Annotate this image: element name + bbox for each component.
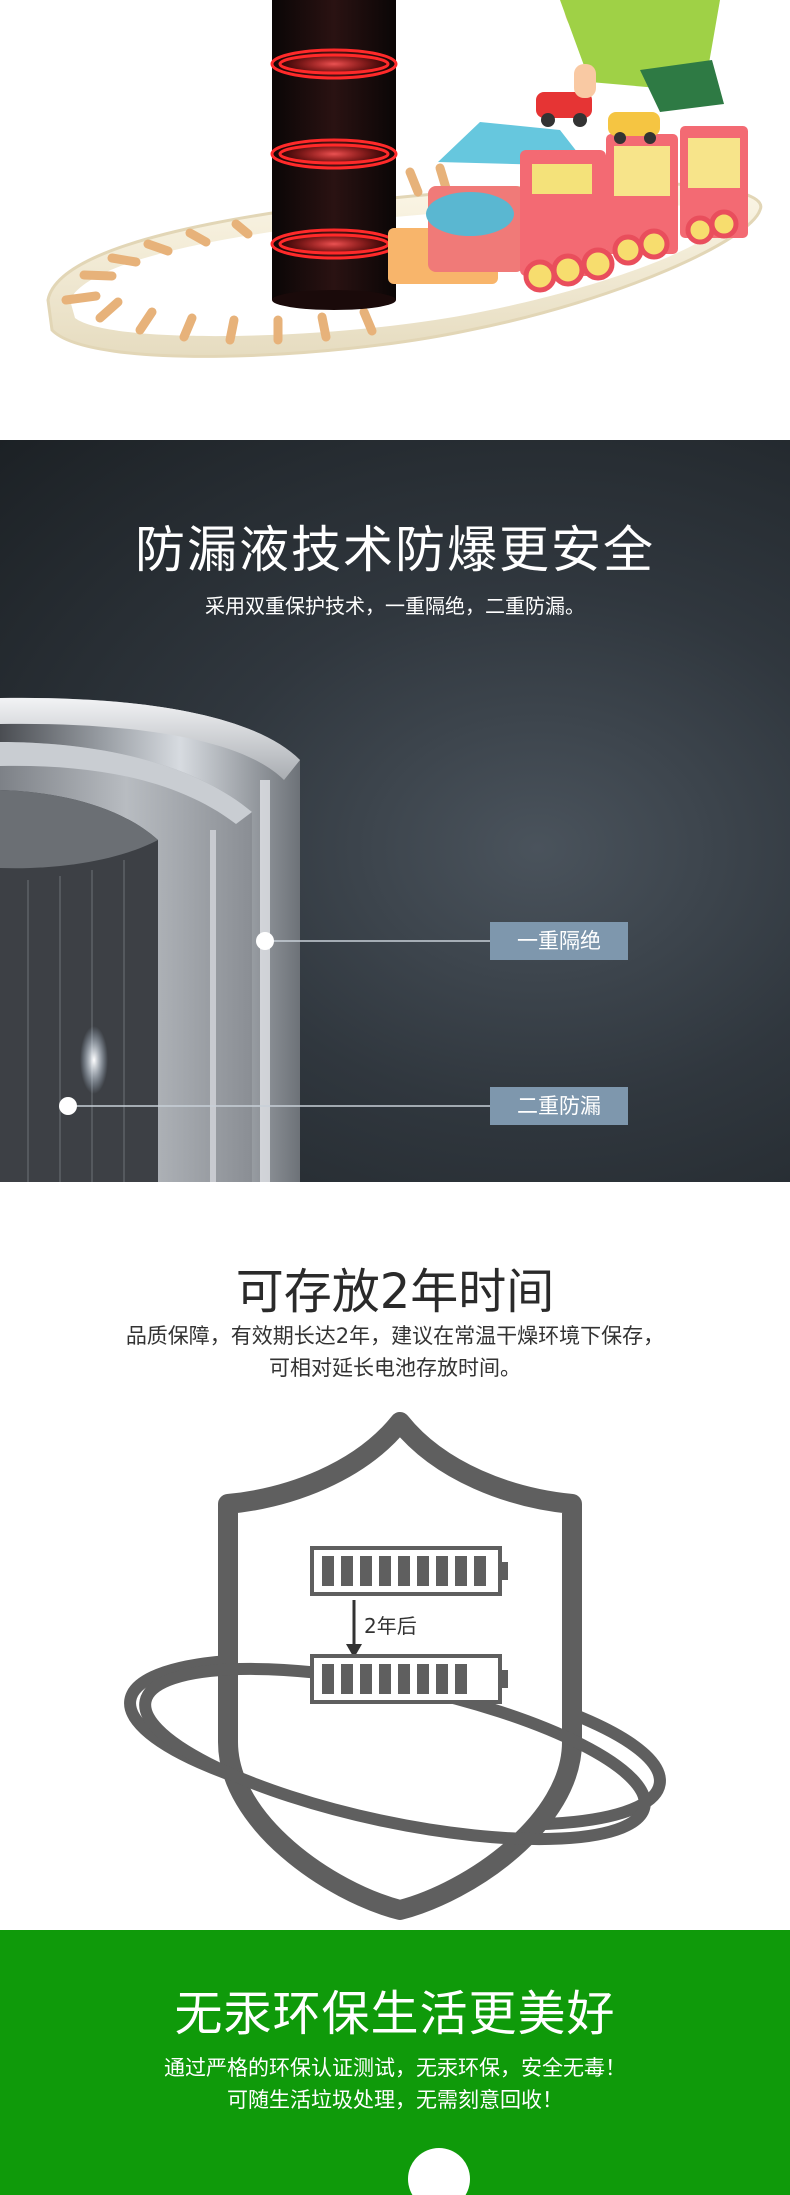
eco-section: 无汞环保生活更美好 通过严格的环保认证测试，无汞环保，安全无毒！ 可随生活垃圾处… — [0, 1930, 790, 2195]
anti-leak-subtitle: 采用双重保护技术，一重隔绝，二重防漏。 — [205, 594, 585, 618]
callout-dot-1 — [256, 932, 274, 950]
battery-cross-section-illustration — [0, 697, 490, 1182]
after-two-years-label: 2年后 — [364, 1614, 417, 1638]
train-illustration-section — [0, 0, 790, 440]
eco-subtitle-line1: 通过严格的环保认证测试，无汞环保，安全无毒！ — [164, 2056, 626, 2080]
eco-title: 无汞环保生活更美好 — [174, 1986, 616, 2042]
anti-leak-section: 防漏液技术防爆更安全 采用双重保护技术，一重隔绝，二重防漏。 一重隔绝 二重防漏 — [0, 440, 790, 1182]
eco-subtitle-line2: 可随生活垃圾处理，无需刻意回收！ — [227, 2088, 563, 2112]
toy-train-illustration — [46, 0, 763, 358]
toy-car-yellow — [608, 112, 660, 136]
callout-second-leakproof: 二重防漏 — [490, 1087, 628, 1125]
arrow-down-icon — [346, 1600, 362, 1658]
callout-dot-2 — [59, 1097, 77, 1115]
anti-leak-title: 防漏液技术防爆更安全 — [135, 521, 655, 579]
track-sleepers — [61, 163, 451, 345]
battery-full-icon — [310, 1546, 508, 1596]
callout-first-insulation: 一重隔绝 — [490, 922, 628, 960]
toy-car-red — [536, 92, 592, 118]
shield-battery-icon — [124, 1412, 666, 1920]
light-flare — [80, 1026, 108, 1094]
storage-subtitle-line1: 品质保障，有效期长达2年，建议在常温干燥环境下保存， — [125, 1324, 665, 1348]
toy-train — [388, 122, 748, 293]
decorative-circle — [408, 2148, 470, 2195]
storage-subtitle-line2: 可相对延长电池存放时间。 — [269, 1356, 521, 1380]
child-figure — [560, 0, 724, 112]
storage-title: 可存放2年时间 — [235, 1264, 555, 1320]
glow-rings — [270, 48, 398, 260]
storage-section: 可存放2年时间 品质保障，有效期长达2年，建议在常温干燥环境下保存， 可相对延长… — [0, 1182, 790, 1930]
battery-after-icon — [310, 1654, 508, 1704]
